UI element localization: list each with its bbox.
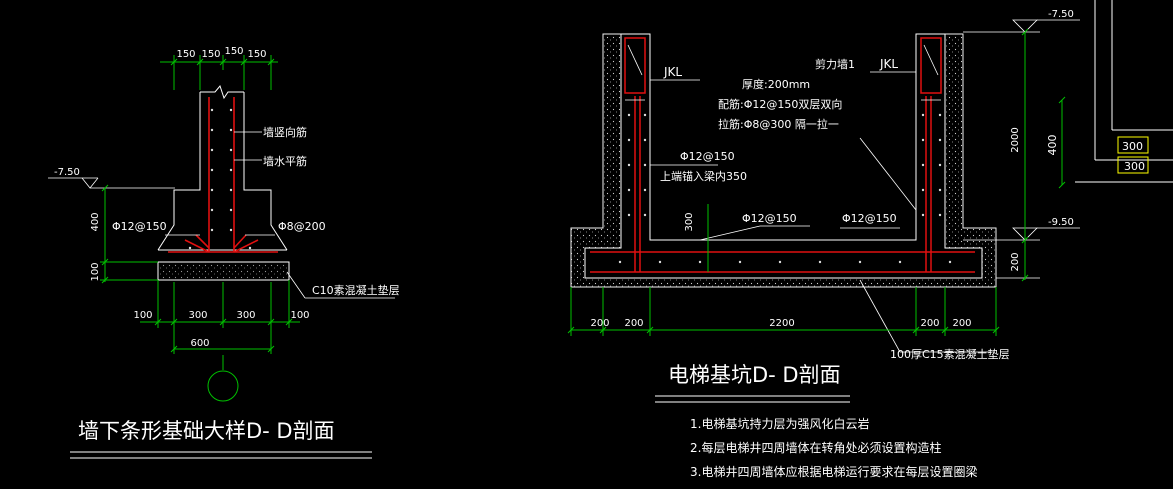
label-cushion: C10素混凝土垫层 [312,283,400,297]
label-wall-vertical-rebar: 墙竖向筋 [263,125,307,139]
note-3: 3.电梯井四周墙体应根据电梯运行要求在每层设置圈梁 [690,464,977,479]
left-strip-foundation-section: 150 150 150 150 [48,46,400,459]
note-2: 2.每层电梯井四周墙体在转角处必须设置构造柱 [690,440,941,455]
dim-top-4: 150 [247,49,266,60]
right-title: 电梯基坑D- D剖面 [668,363,841,387]
dim-left-100: 100 [90,262,101,281]
dim-r-bottom-3: 2200 [769,318,794,329]
far-right-fragment: 400 300 300 [1046,0,1173,189]
label-wall-rebar: 配筋:Φ12@150双层双向 [718,97,842,111]
dim-2000: 2000 [1010,127,1021,152]
elev-top: -7.50 [1048,9,1074,20]
label-jkl-left: JKL [663,65,682,79]
elev-left: -7.50 [54,167,80,178]
far-dim-300a: 300 [1122,140,1143,153]
right-elevator-pit-section: JKL JKL 剪力墙1 厚度:200mm 配筋:Φ12@150双层双向 拉筋:… [567,9,1080,479]
label-wall-horizontal-rebar: 墙水平筋 [263,154,307,168]
dim-bottom-1: 100 [133,310,152,321]
label-slab-rebar-1: Φ12@150 [742,212,797,225]
label-wall-tie: 拉筋:Φ8@300 隔一拉一 [718,117,839,131]
far-dim-400: 400 [1046,135,1059,156]
dim-200v: 200 [1010,252,1021,271]
dim-r-bottom-5: 200 [952,318,971,329]
dim-bottom-3: 300 [236,310,255,321]
far-dim-300b: 300 [1124,160,1145,173]
label-rebar-right: Φ8@200 [278,220,326,233]
dim-top-1: 150 [176,49,195,60]
dim-top-2: 150 [201,49,220,60]
dim-bottom-total: 600 [190,338,209,349]
dim-bottom-2: 300 [188,310,207,321]
label-dim-300: 300 [684,212,695,231]
far-box-1 [1117,136,1149,154]
label-right-cushion: 100厚C15素混凝土垫层 [890,347,1010,361]
label-mid-note: 上端锚入梁内350 [660,169,747,183]
dim-r-bottom-4: 200 [920,318,939,329]
dim-r-bottom-1: 200 [590,318,609,329]
dim-top-3: 150 [224,46,243,57]
far-box-2 [1117,156,1149,174]
dim-bottom-4: 100 [290,310,309,321]
note-1: 1.电梯基坑持力层为强风化白云岩 [690,416,869,431]
left-title: 墙下条形基础大样D- D剖面 [78,419,335,443]
label-wall-thickness: 厚度:200mm [742,77,810,91]
label-mid-rebar: Φ12@150 [680,150,735,163]
axis-circle [207,370,239,402]
label-slab-rebar-2: Φ12@150 [842,212,897,225]
elev-bottom: -9.50 [1048,217,1074,228]
label-wall-title: 剪力墙1 [815,57,855,71]
label-rebar-left: Φ12@150 [112,220,167,233]
dim-left-400: 400 [90,212,101,231]
label-jkl-right: JKL [879,57,898,71]
left-cushion-hatch [159,263,288,279]
dim-r-bottom-2: 200 [624,318,643,329]
